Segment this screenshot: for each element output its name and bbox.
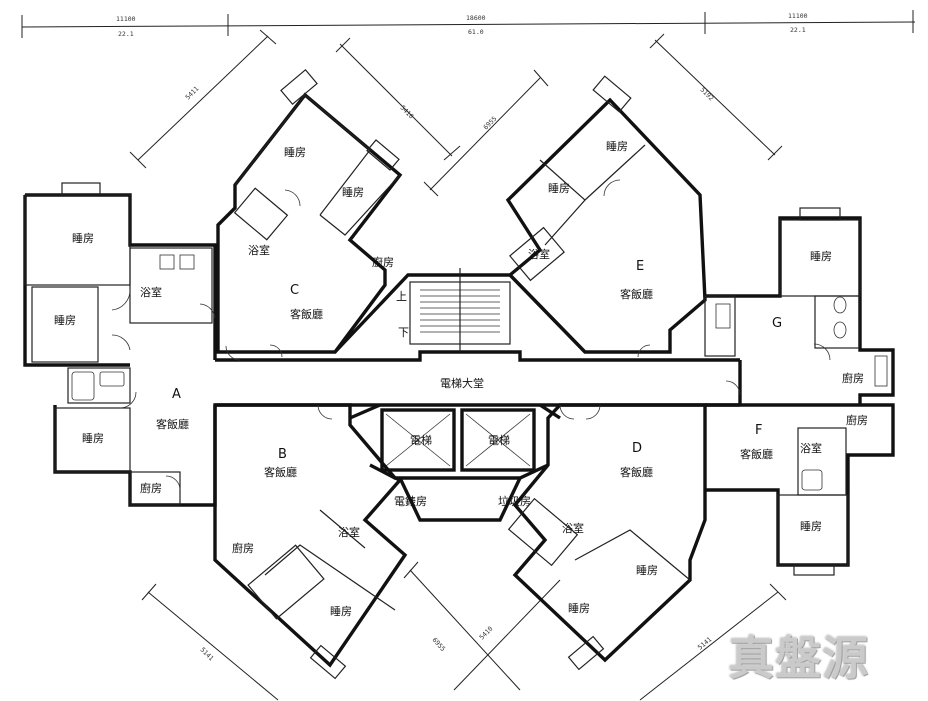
unit-d-bedroom-1: 睡房: [636, 564, 658, 577]
diagonal-dimension-lines: 5411 5410 6955 5192 5141 6955 5410 5141: [129, 29, 787, 701]
stair-up-label: 上: [396, 290, 407, 303]
unit-e-label: E: [636, 259, 644, 274]
unit-f-kitchen: 廚房: [846, 413, 868, 427]
unit-e: 睡房 睡房 浴室 客飯廳 E: [505, 75, 707, 354]
unit-c-label: C: [290, 283, 299, 298]
unit-b-kitchen: 廚房: [232, 541, 254, 555]
unit-a-label: A: [172, 387, 181, 402]
top-dim-right: 11100: [788, 12, 808, 20]
unit-f-label: F: [755, 423, 762, 438]
unit-f-bath: 浴室: [800, 441, 822, 455]
unit-e-bedroom-2: 睡房: [548, 182, 570, 195]
unit-c-bath: 浴室: [248, 243, 270, 257]
diag-dim-4: 5192: [699, 86, 716, 103]
unit-e-bedroom-1: 睡房: [606, 140, 628, 153]
top-dim-mid-sub: 61.0: [468, 28, 484, 36]
watermark-logo: 真盤源: [728, 631, 869, 685]
unit-a-bedroom-3: 睡房: [82, 432, 104, 445]
unit-a-living: 客飯廳: [156, 417, 189, 431]
unit-d-bath: 浴室: [562, 521, 584, 535]
unit-c-bedroom-1: 睡房: [284, 146, 306, 159]
unit-b-bedroom: 睡房: [330, 605, 352, 618]
diag-dim-5: 5141: [199, 646, 216, 663]
unit-b-living: 客飯廳: [264, 465, 297, 479]
unit-g: 睡房 廚房 G: [704, 207, 895, 405]
central-corridor: 電梯大堂: [215, 350, 742, 407]
unit-e-bath: 浴室: [528, 247, 550, 261]
unit-a: 睡房 睡房 睡房 浴室 廚房 客飯廳 A: [23, 182, 217, 507]
unit-f-bedroom: 睡房: [800, 520, 822, 533]
unit-g-bedroom: 睡房: [810, 250, 832, 263]
unit-a-bedroom-1: 睡房: [72, 232, 94, 245]
unit-f-living: 客飯廳: [740, 447, 773, 461]
unit-d-living: 客飯廳: [620, 465, 653, 479]
lift-1-label: 電梯: [410, 434, 432, 447]
top-dimension-line: 11100 22.1 18600 61.0 11100 22.1: [21, 10, 916, 38]
top-dim-right-sub: 22.1: [790, 26, 806, 34]
unit-a-bath: 浴室: [140, 285, 162, 299]
unit-e-living: 客飯廳: [620, 287, 653, 301]
unit-a-bedroom-2: 睡房: [54, 314, 76, 327]
fixtures: [71, 254, 888, 491]
diag-dim-7: 5410: [478, 625, 495, 642]
unit-b-bath: 浴室: [338, 525, 360, 539]
unit-g-kitchen: 廚房: [842, 371, 864, 385]
corridor-label: 電梯大堂: [440, 376, 484, 390]
unit-f: 睡房 浴室 廚房 客飯廳 F: [705, 403, 895, 576]
top-dim-left: 11100: [116, 15, 136, 23]
stair-core: 上 下: [333, 268, 587, 354]
unit-d: 客飯廳 浴室 睡房 睡房 D: [507, 403, 707, 671]
top-dim-mid: 18600: [466, 14, 486, 22]
unit-c: 睡房 睡房 浴室 廚房 客飯廳 C: [216, 68, 403, 354]
diag-dim-2: 5410: [399, 104, 416, 121]
unit-c-bedroom-2: 睡房: [342, 186, 364, 199]
unit-c-kitchen: 廚房: [372, 255, 394, 269]
stair-down-label: 下: [398, 326, 409, 339]
lift-core: 電梯 電梯 電錶房 垃圾房: [349, 403, 561, 522]
diag-dim-1: 5411: [184, 85, 201, 102]
lift-2-label: 電梯: [488, 434, 510, 447]
unit-d-bedroom-2: 睡房: [568, 602, 590, 615]
unit-a-kitchen: 廚房: [140, 481, 162, 495]
diag-dim-6: 6955: [431, 636, 447, 653]
door-swings: [111, 179, 831, 491]
unit-b: 客飯廳 浴室 廚房 睡房 B: [213, 403, 408, 680]
unit-b-label: B: [278, 447, 287, 462]
unit-g-label: G: [772, 316, 782, 331]
elec-room-label: 電錶房: [394, 495, 427, 508]
unit-c-living: 客飯廳: [290, 307, 323, 321]
top-dim-left-sub: 22.1: [118, 30, 134, 38]
unit-d-label: D: [632, 441, 642, 456]
